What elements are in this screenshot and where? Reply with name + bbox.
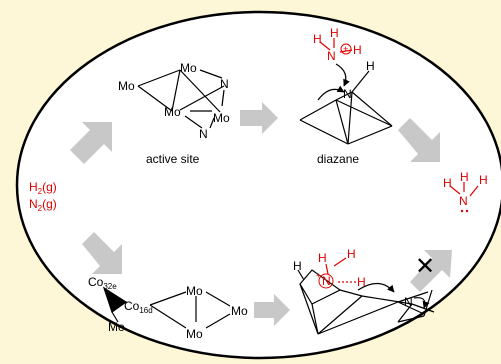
product-h-right: H <box>479 173 488 187</box>
diazane-h-right: H <box>366 59 375 73</box>
lower-cluster-labels: Co32e Co16d Mo Mo Mo Mo <box>88 275 248 341</box>
diazane-labels: H H H N + N H diazane <box>313 26 375 166</box>
process-arrows <box>70 102 452 326</box>
nh3-h-right: H <box>353 43 362 57</box>
intermediate-h-top-right: H <box>347 247 356 261</box>
mo-atom-lower-top: Mo <box>186 284 203 298</box>
active-site-cluster <box>137 69 225 129</box>
lone-pair-dot <box>465 209 469 213</box>
product-h-left: H <box>443 176 452 190</box>
n2-formula: N2(g) <box>29 197 57 213</box>
diazane-structure <box>299 63 393 145</box>
active-site-labels: Mo Mo Mo Mo N N active site <box>118 61 230 166</box>
mo-atom-lower-right: Mo <box>231 304 248 318</box>
intermediate-n-plus: N <box>322 274 331 288</box>
intermediate-n-center: N <box>404 295 413 309</box>
mo-atom-lower-left: Mo <box>108 320 125 334</box>
lower-intermediate-nh3 <box>325 257 356 283</box>
plus-charge: + <box>343 44 348 54</box>
arrow-down-left <box>82 232 122 274</box>
active-site-caption: active site <box>146 152 200 166</box>
arrow-up-right <box>410 250 452 292</box>
product-ammonia: H H H N <box>443 170 488 213</box>
arrow-right-top <box>240 102 278 134</box>
lone-pair-dot <box>460 209 464 213</box>
n-plus-circle <box>318 273 334 289</box>
mo-atom-lower-bottom: Mo <box>186 327 203 341</box>
h2-formula: H2(g) <box>29 180 57 196</box>
mo-atom-top: Mo <box>180 61 197 75</box>
intermediate-h-top-left: H <box>318 251 327 265</box>
intermediate-plus-charge: + <box>316 271 321 280</box>
n-atom-bottom: N <box>199 127 208 141</box>
arrow-up-left <box>70 122 112 164</box>
diazane-n-center: N <box>343 87 352 101</box>
nh3-h-top: H <box>330 26 339 40</box>
nh3-h-left: H <box>313 32 322 46</box>
co-atom-top: Co32e <box>88 275 117 291</box>
product-n-atom: N <box>459 194 468 208</box>
co-atom-middle: Co16d <box>124 299 153 315</box>
lower-cluster-bonds <box>102 286 231 329</box>
diazane-caption: diazane <box>317 152 359 166</box>
lower-intermediate-labels: H H H H N + N <box>293 247 413 309</box>
blocked-pathway-mark: ✕ <box>415 252 435 280</box>
mo-atom-left: Mo <box>118 79 135 93</box>
mo-atom-right: Mo <box>213 111 230 125</box>
arrow-right-bottom <box>254 294 290 326</box>
nh3-n-atom: N <box>327 49 336 63</box>
intermediate-h-right: H <box>357 275 366 289</box>
cycle-ellipse <box>15 10 501 360</box>
mo-atom-middle: Mo <box>164 105 181 119</box>
arrow-down-right <box>398 118 440 162</box>
plus-charge-circle <box>340 43 352 55</box>
n-atom-top: N <box>220 77 229 91</box>
product-h-top: H <box>460 170 469 184</box>
reactants: H2(g) N2(g) <box>29 180 57 213</box>
lower-intermediate-structure <box>297 269 435 335</box>
intermediate-h-left: H <box>293 259 302 273</box>
